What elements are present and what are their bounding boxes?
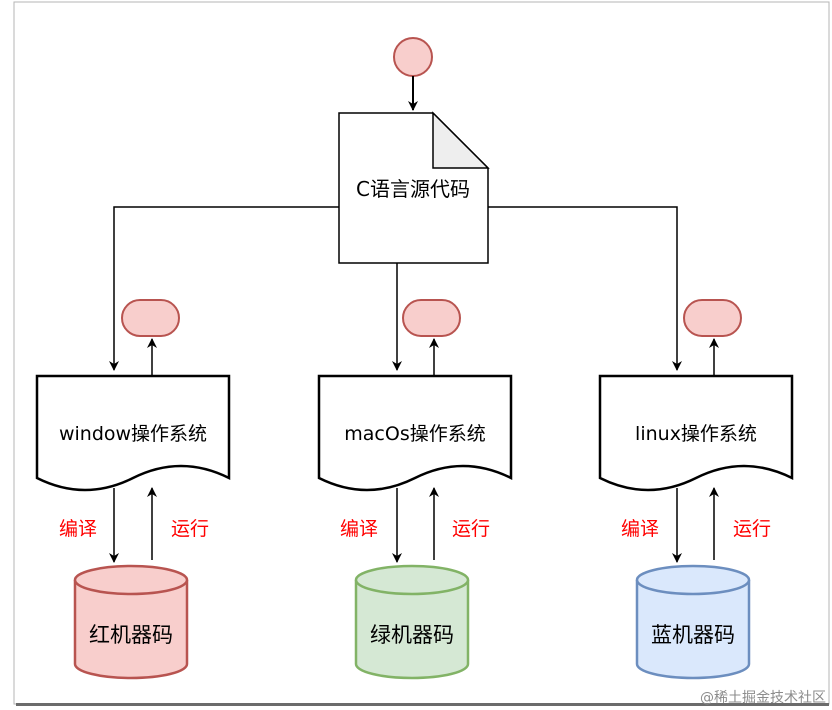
machine-label: 红机器码	[89, 623, 173, 647]
os-document	[317, 374, 513, 492]
os-label: window操作系统	[59, 423, 207, 445]
machine-cylinder	[73, 580, 189, 680]
system-linux: linux操作系统 编译 运行 蓝机器码	[598, 299, 794, 680]
machine-cylinder	[635, 580, 751, 680]
output-terminator	[121, 299, 180, 337]
os-document	[598, 374, 794, 492]
source-label: C语言源代码	[356, 177, 470, 201]
edge-source-window	[109, 206, 339, 371]
os-document	[35, 374, 231, 492]
watermark: @稀土掘金技术社区	[700, 690, 826, 706]
run-label: 运行	[452, 518, 490, 540]
compile-label: 编译	[621, 518, 659, 540]
os-label: macOs操作系统	[344, 423, 485, 445]
system-window: window操作系统 编译 运行 红机器码	[35, 299, 231, 680]
machine-cylinder	[354, 580, 470, 680]
os-label: linux操作系统	[635, 423, 757, 445]
machine-cylinder-top	[635, 564, 751, 596]
run-label: 运行	[171, 518, 209, 540]
document-fold	[432, 111, 490, 169]
machine-label: 绿机器码	[370, 623, 454, 647]
run-label: 运行	[733, 518, 771, 540]
machine-cylinder-top	[354, 564, 470, 596]
compile-label: 编译	[59, 518, 97, 540]
edge-source-linux	[488, 206, 682, 371]
output-terminator	[683, 299, 742, 337]
start-node	[393, 37, 433, 77]
machine-label: 蓝机器码	[651, 623, 735, 647]
machine-cylinder-top	[73, 564, 189, 596]
compile-label: 编译	[340, 518, 378, 540]
output-terminator	[402, 299, 461, 337]
system-macos: macOs操作系统 编译 运行 绿机器码	[317, 299, 513, 680]
